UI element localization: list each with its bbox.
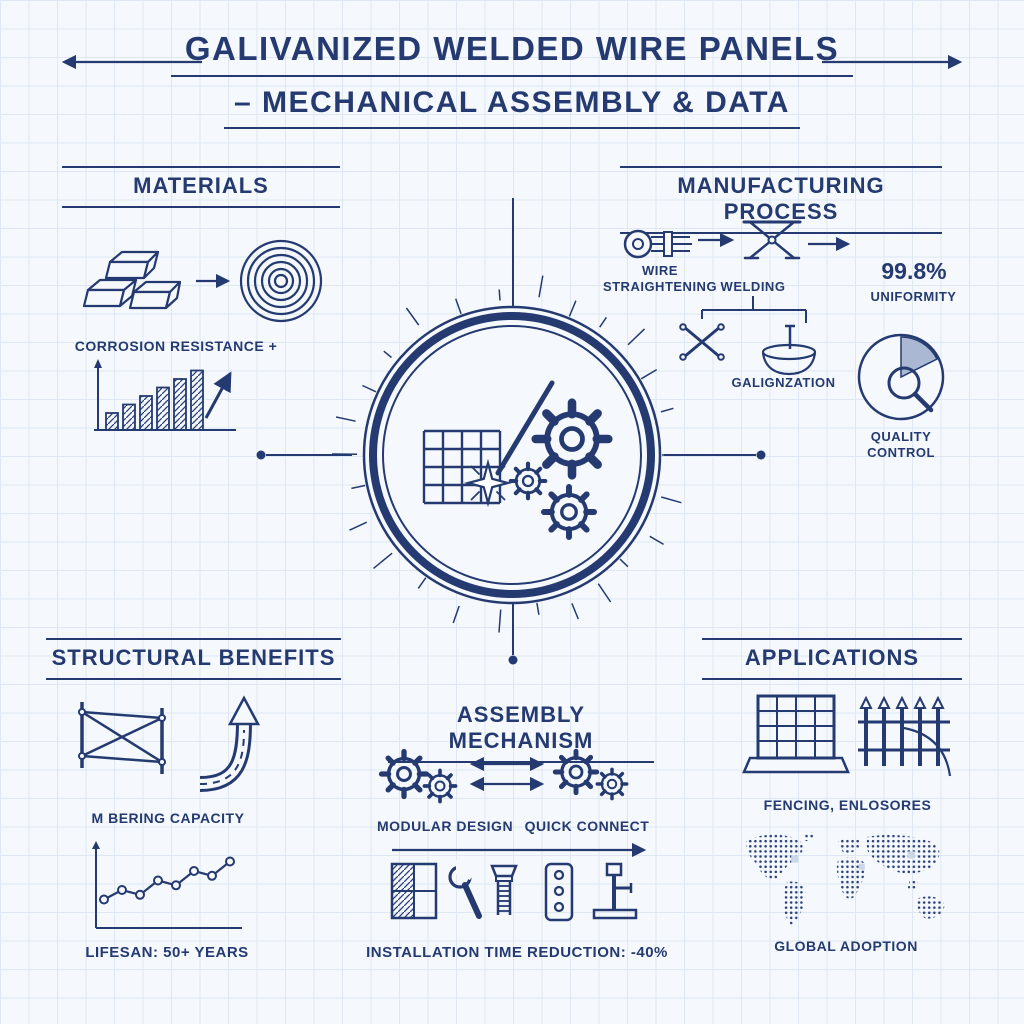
welding-rod — [495, 380, 555, 476]
modular-design-label: MODULAR DESIGN — [376, 818, 514, 834]
page-title-line2: – MECHANICAL ASSEMBLY & DATA — [224, 86, 800, 129]
north-america — [745, 834, 803, 880]
southeast-asia — [907, 880, 918, 891]
wrench-icon — [448, 860, 482, 919]
left-node-dot — [256, 450, 266, 460]
panel-icon — [390, 862, 438, 920]
gear-icon — [422, 768, 458, 804]
uniformity-stat-value: 99.8% — [881, 258, 947, 284]
trend-up-arrow — [204, 371, 232, 419]
curved-up-arrow-icon — [199, 695, 261, 792]
australia — [917, 896, 945, 919]
magnifier-pie-icon — [857, 333, 945, 421]
gear-icon — [555, 751, 596, 792]
line-chart-icon — [92, 841, 242, 929]
plate-icon — [544, 862, 574, 922]
y-axis-arrow — [94, 359, 102, 368]
bold-ring — [369, 312, 655, 598]
line-series — [99, 856, 235, 905]
europe — [838, 838, 863, 854]
map-highlight-squares — [791, 851, 915, 870]
right-node-dot — [756, 450, 766, 460]
inner-ring — [382, 325, 642, 585]
outer-ring — [362, 305, 662, 605]
magnifier-handle — [912, 391, 934, 413]
bolt-icon — [490, 864, 518, 915]
manufacturing-heading: MANUFACTURING PROCESS — [620, 166, 942, 234]
structural-heading: STRUCTURAL BENEFITS — [46, 638, 341, 680]
assembly-tools-row — [390, 860, 638, 922]
mesh-fence-panel-icon — [742, 694, 850, 774]
tension-wire — [903, 726, 952, 777]
lifespan-caption: LIFESAN: 50+ YEARS — [85, 944, 249, 961]
step-label-galvanization: GALIGNZATION — [731, 375, 836, 390]
materials-heading: MATERIALS — [62, 166, 340, 208]
quality-control-label: QUALITY CONTROL — [867, 429, 935, 461]
wire-straightener-roller-icon — [623, 229, 692, 259]
materials-caption: CORROSION RESISTANCE + — [74, 338, 278, 354]
dotted-world-map — [745, 831, 945, 925]
center-emblem — [331, 275, 682, 633]
page-title-line1: GALIVANIZED WELDED WIRE PANELS — [170, 30, 854, 77]
picket-fence-icon — [858, 695, 952, 777]
load-bearing-caption: M BERING CAPACITY — [91, 810, 245, 826]
magnifier-lens — [887, 366, 921, 400]
assembly-gears-row — [374, 742, 629, 804]
bottom-node-dot — [508, 655, 518, 665]
fence-base — [742, 756, 850, 774]
step-label-welding: WELDING — [720, 279, 786, 294]
wire-coil-icon — [239, 239, 323, 323]
gear-icon — [595, 767, 629, 801]
africa — [836, 857, 866, 899]
global-adoption-caption: GLOBAL ADOPTION — [774, 938, 918, 954]
steel-ingots-icon — [82, 250, 182, 310]
installation-caption: INSTALLATION TIME REDUCTION: -40% — [366, 944, 668, 961]
title-block: GALIVANIZED WELDED WIRE PANELS – MECHANI… — [0, 30, 1024, 129]
uniformity-stat-label: UNIFORMITY — [870, 289, 957, 304]
greenland — [801, 831, 816, 842]
y-axis-arrow — [92, 841, 100, 849]
step-label-wire-straightening: WIRE STRAIGHTENING — [602, 263, 718, 295]
quick-connect-label: QUICK CONNECT — [524, 818, 650, 834]
pie-slice — [900, 336, 939, 379]
weld-spark — [463, 458, 513, 508]
asia — [866, 835, 940, 874]
braced-panel-icon — [78, 702, 166, 774]
applications-heading: APPLICATIONS — [702, 638, 962, 680]
press-tool-icon — [592, 862, 638, 920]
growth-bar-chart-icon — [94, 359, 236, 431]
bar-series — [105, 369, 204, 431]
crossed-torches-icon — [679, 323, 725, 361]
south-america — [782, 881, 806, 925]
gear-icon — [382, 752, 427, 797]
galvanizing-dip-icon — [761, 324, 817, 376]
welding-fixture-icon — [742, 220, 802, 260]
fencing-caption: FENCING, ENLOSORES — [763, 797, 932, 813]
